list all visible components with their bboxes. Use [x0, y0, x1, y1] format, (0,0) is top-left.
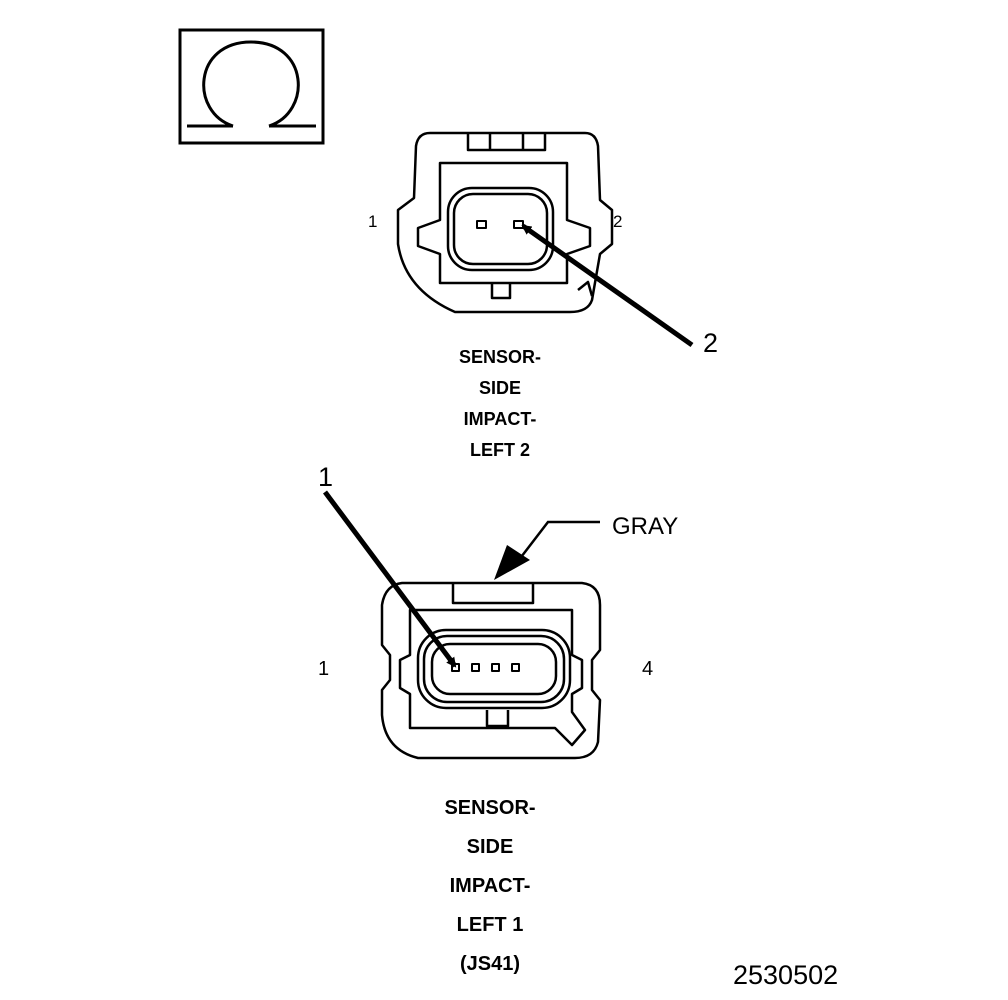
- bottom-caption-line: SIDE: [466, 836, 514, 858]
- bottom-caption-line: (JS41): [459, 953, 521, 975]
- gray-leader: [494, 520, 600, 580]
- color-label: GRAY: [612, 513, 679, 540]
- connector-top-housing: [396, 131, 614, 314]
- callout-arrow-1: [322, 490, 458, 668]
- top-pin-left-label: 1: [368, 212, 378, 231]
- bottom-caption-line: SENSOR-: [444, 797, 536, 819]
- top-connector-caption: SENSOR- SIDE IMPACT- LEFT 2: [420, 342, 580, 466]
- top-caption-line: IMPACT-: [463, 409, 537, 429]
- top-pin-right-label: 2: [613, 212, 623, 231]
- callout-1-label: 1: [318, 462, 334, 492]
- ohm-icon: [178, 28, 325, 145]
- bottom-connector-caption: SENSOR- SIDE IMPACT- LEFT 1 (JS41): [400, 789, 580, 984]
- bottom-pin-right-label: 4: [642, 658, 654, 680]
- bottom-caption-line: IMPACT-: [449, 875, 531, 897]
- bottom-caption-line: LEFT 1: [456, 914, 524, 936]
- callout-arrow-2: [521, 223, 694, 348]
- connector-bottom-housing: [380, 581, 602, 760]
- callout-2-label: 2: [703, 328, 719, 358]
- figure-number: 2530502: [733, 960, 839, 990]
- top-caption-line: SENSOR-: [458, 347, 541, 367]
- top-caption-line: LEFT 2: [469, 440, 530, 460]
- bottom-pin-left-label: 1: [318, 658, 330, 680]
- top-caption-line: SIDE: [478, 378, 521, 398]
